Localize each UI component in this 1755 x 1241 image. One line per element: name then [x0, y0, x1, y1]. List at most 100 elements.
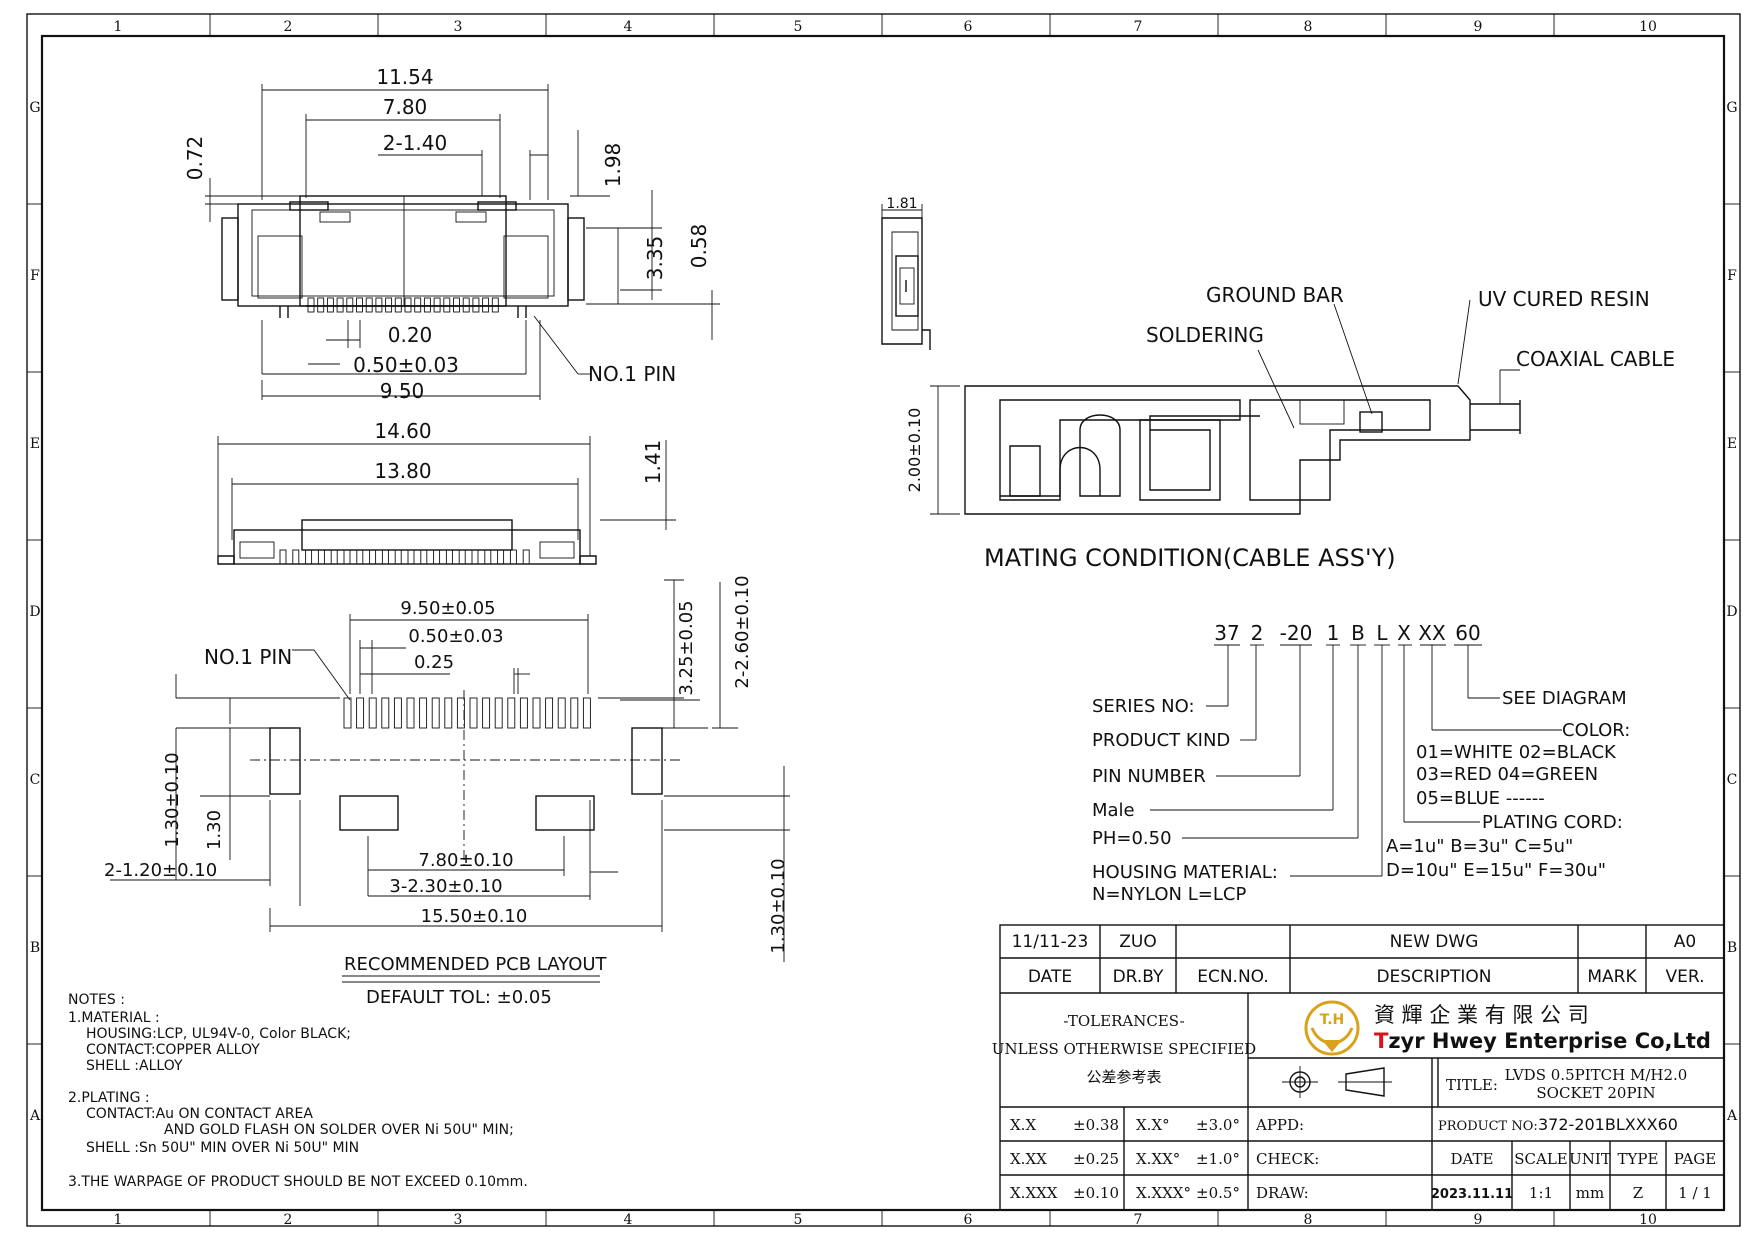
pcb-pad — [381, 697, 390, 729]
pcb-pad — [494, 697, 503, 729]
drawing-frame — [26, 13, 1741, 1227]
label-soldering: SOLDERING — [1146, 323, 1264, 347]
product-no-label: PRODUCT NO: — [1438, 1119, 1538, 1134]
company-english: Tzyr Hwey Enterprise Co,Ltd — [1374, 1029, 1711, 1053]
top-pin — [346, 297, 354, 313]
tol-cell-c: X.XXX° — [1136, 1184, 1191, 1202]
zone-col-1-bottom: 1 — [114, 1212, 123, 1228]
zone-row-D-left: D — [29, 604, 40, 620]
zone-row-E-left: E — [30, 436, 40, 452]
code-seg-pins: -20 — [1280, 621, 1313, 645]
code-label-housing-opts: N=NYLON L=LCP — [1092, 884, 1246, 905]
scale-label: SCALE — [1514, 1150, 1568, 1168]
hdr-mark: MARK — [1587, 967, 1637, 987]
tol-cell-a: X.X — [1010, 1116, 1036, 1134]
pcb-dim-2-2-60: 2-2.60±0.10 — [732, 575, 753, 688]
part-code: 37 2 -20 1 B L X XX 60 SERIES NO: PRODUC… — [1092, 621, 1630, 905]
rev-date: 11/11-23 — [1012, 932, 1089, 952]
zone-col-9-top: 9 — [1474, 19, 1483, 35]
pcb-default-tol: DEFAULT TOL: ±0.05 — [366, 987, 552, 1008]
hdr-version: VER. — [1666, 967, 1705, 987]
tol-cell-a: X.XXX — [1010, 1184, 1058, 1202]
zone-col-9-bottom: 9 — [1474, 1212, 1483, 1228]
top-pin — [326, 297, 334, 313]
code-label-plating-2: D=10u" E=15u" F=30u" — [1386, 860, 1606, 881]
pcb-pad — [507, 697, 516, 729]
page-label: PAGE — [1674, 1150, 1716, 1168]
unit-label: UNIT — [1569, 1150, 1611, 1168]
zone-row-F-right: F — [1727, 268, 1737, 284]
pcb-dim-0-25: 0.25 — [414, 652, 454, 673]
front-pin — [433, 549, 441, 565]
zone-row-C-left: C — [30, 772, 41, 788]
pcb-layout: 9.50±0.05 0.50±0.03 0.25 3.25±0.05 2-2.6… — [104, 575, 790, 1008]
front-pin — [420, 549, 428, 565]
zone-col-10-top: 10 — [1639, 19, 1657, 35]
zone-row-F-left: F — [30, 268, 40, 284]
front-pin — [394, 549, 402, 565]
code-label-kind: PRODUCT KIND — [1092, 730, 1230, 751]
product-no: 372-201BLXXX60 — [1538, 1115, 1678, 1134]
code-label-male: Male — [1092, 800, 1135, 821]
top-pin — [453, 297, 460, 313]
mating-section: GROUND BAR UV CURED RESIN SOLDERING COAX… — [905, 283, 1675, 572]
title-line-2: SOCKET 20PIN — [1536, 1084, 1655, 1102]
zone-row-C-right: C — [1727, 772, 1738, 788]
top-pin — [414, 297, 422, 313]
company-english-t: T — [1374, 1029, 1389, 1053]
pcb-pad — [431, 697, 440, 729]
pcb-pad — [532, 697, 541, 729]
pcb-dim-2-1-20: 2-1.20±0.10 — [104, 860, 217, 881]
zone-row-D-right: D — [1726, 604, 1737, 620]
zone-col-2-top: 2 — [284, 19, 293, 35]
top-pin — [365, 297, 373, 313]
top-pin — [307, 297, 315, 313]
draw-label: DRAW: — [1256, 1184, 1309, 1202]
front-pin — [497, 549, 505, 565]
dim-11-54: 11.54 — [376, 65, 433, 89]
code-label-color-2: 03=RED 04=GREEN — [1416, 764, 1598, 785]
front-pin — [369, 549, 377, 565]
front-pin — [522, 549, 530, 565]
note-shell: SHELL :ALLOY — [86, 1058, 183, 1074]
tol-cell-c: X.X° — [1136, 1116, 1170, 1134]
zone-row-A-right: A — [1726, 1108, 1738, 1124]
side-view: 1.81 — [881, 196, 931, 350]
top-pin — [336, 297, 344, 313]
code-seg-gender: 1 — [1327, 621, 1340, 645]
zone-row-A-left: A — [29, 1108, 41, 1124]
label-coaxial-cable: COAXIAL CABLE — [1516, 347, 1675, 371]
page-value: 1 / 1 — [1678, 1184, 1712, 1202]
front-pin — [356, 549, 364, 565]
tol-unless: UNLESS OTHERWISE SPECIFIED — [992, 1040, 1256, 1058]
company-logo: T.H — [1304, 1000, 1360, 1056]
code-label-color: COLOR: — [1562, 720, 1630, 741]
top-view: 11.54 7.80 2-1.40 0.72 1.98 3.35 0.58 0.… — [183, 65, 720, 403]
code-seg-plating: X — [1397, 621, 1411, 645]
check-label: CHECK: — [1256, 1150, 1319, 1168]
dim-1-98: 1.98 — [601, 143, 625, 188]
dim-14-60: 14.60 — [374, 419, 431, 443]
dim-2-1-40: 2-1.40 — [383, 131, 447, 155]
label-uv-cured-resin: UV CURED RESIN — [1478, 287, 1650, 311]
logo-text: T.H — [1320, 1012, 1344, 1028]
code-label-plating-1: A=1u" B=3u" C=5u" — [1386, 836, 1573, 857]
code-seg-pitch: B — [1351, 621, 1365, 645]
tol-cell-a: X.XX — [1010, 1150, 1047, 1168]
appd-label: APPD: — [1255, 1116, 1304, 1134]
pcb-pad — [356, 697, 365, 729]
zone-col-7-top: 7 — [1134, 19, 1143, 35]
rev-description: NEW DWG — [1390, 932, 1479, 952]
note-housing: HOUSING:LCP, UL94V-0, Color BLACK; — [86, 1026, 351, 1042]
top-pin — [375, 297, 383, 313]
top-pin — [482, 297, 490, 313]
tol-cell-b: ±0.25 — [1073, 1150, 1119, 1168]
pcb-pad — [582, 697, 591, 729]
type-label: TYPE — [1618, 1150, 1659, 1168]
dim-0-72: 0.72 — [183, 136, 207, 181]
pcb-pad — [482, 697, 491, 729]
dim-0-50: 0.50±0.03 — [353, 353, 459, 377]
pcb-pad — [469, 697, 478, 729]
